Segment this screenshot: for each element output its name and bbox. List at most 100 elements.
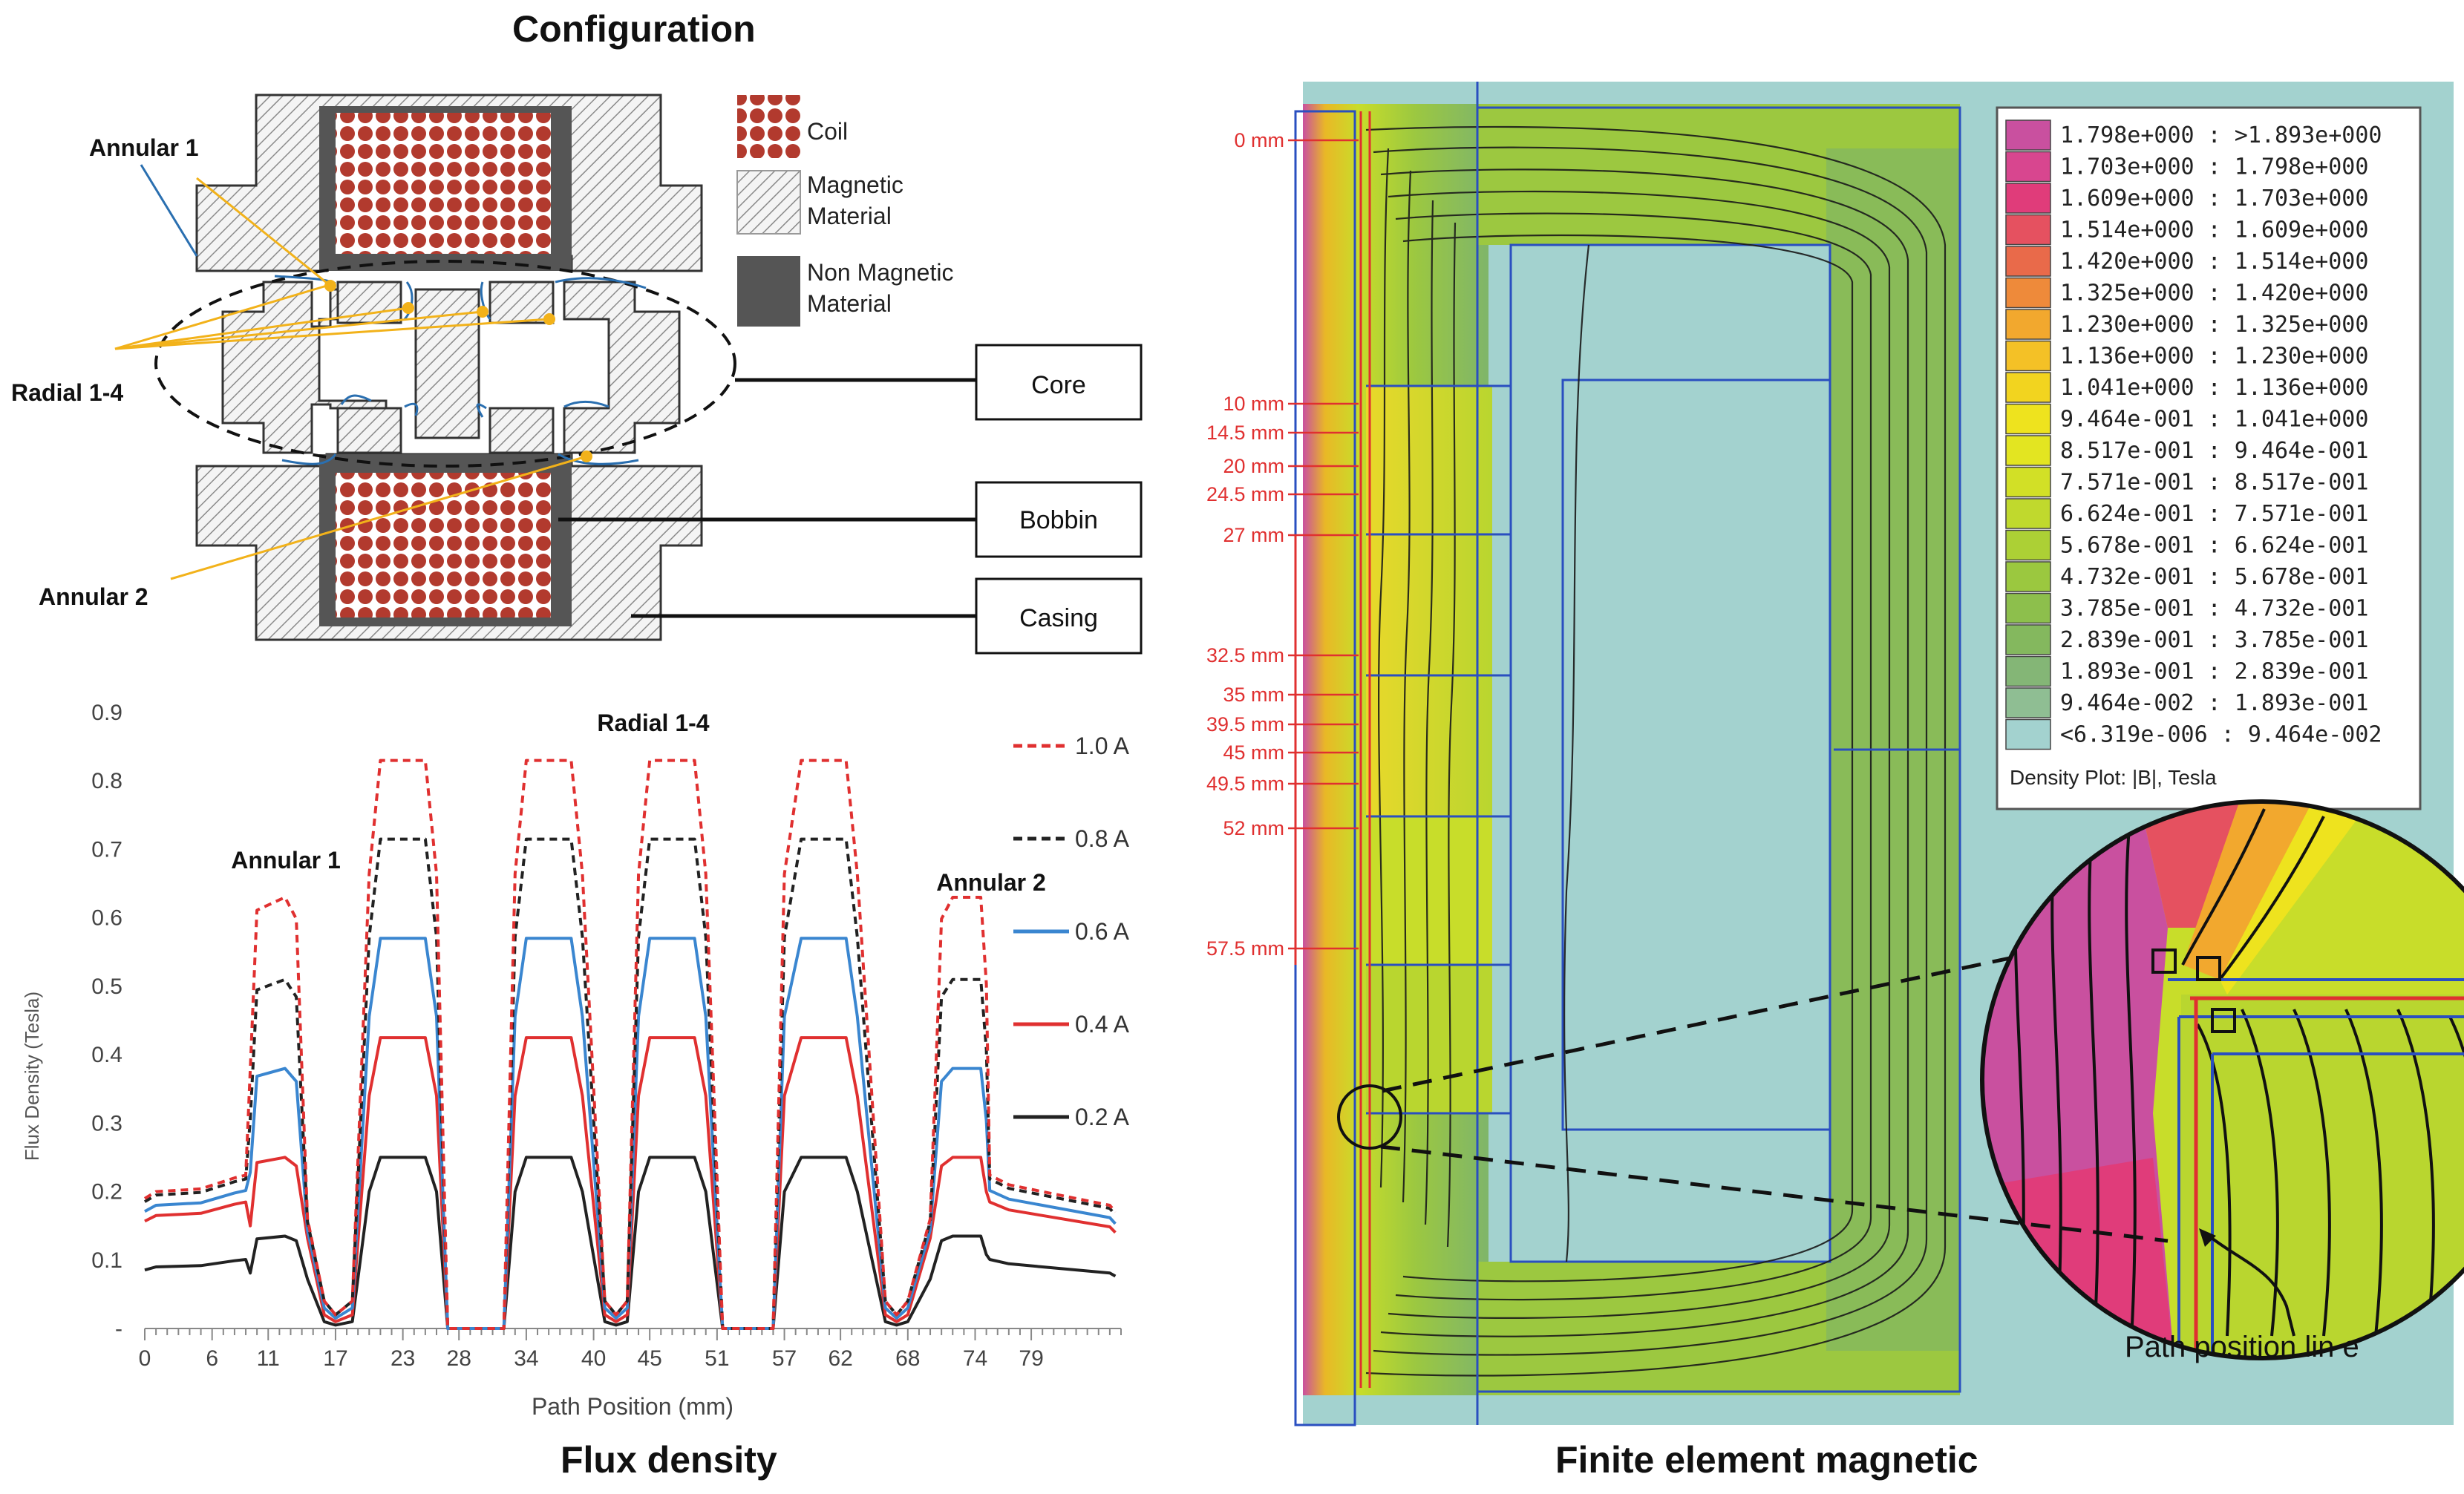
fem-legend-label: 5.678e-001 : 6.624e-001 [2060,533,2368,559]
y-tick-label: 0.5 [91,974,122,999]
x-tick-label: 34 [514,1346,538,1371]
y-tick-label: 0.4 [91,1043,122,1067]
core-pole-3 [336,407,402,454]
fem-position-label: 49.5 mm [1206,773,1284,795]
x-tick-label: 62 [828,1346,852,1371]
fem-legend-label: 8.517e-001 : 9.464e-001 [2060,438,2368,464]
x-tick-label: 57 [772,1346,797,1371]
fem-coil-window [1509,243,1831,1263]
fem-legend-swatch [2005,214,2051,246]
fem-pole-teeth [1366,386,1492,1113]
fem-legend-label: 9.464e-001 : 1.041e+000 [2060,407,2368,433]
casing-callout-label: Casing [1019,604,1098,632]
core-right [563,281,681,454]
chart-xlabel: Path Position (mm) [532,1393,733,1420]
fem-legend-label: <6.319e-006 : 9.464e-002 [2060,722,2382,748]
x-tick-label: 28 [447,1346,471,1371]
bottom-coil [336,473,551,617]
configuration-diagram: Annular 1 Radial 1-4 Annular 2 Coil Magn… [11,94,1143,655]
chart-ylabel: Flux Density (Tesla) [21,992,43,1161]
radial-label: Radial 1-4 [11,379,123,406]
legend-label: 0.8 A [1075,825,1130,852]
y-tick-label: 0.3 [91,1111,122,1136]
legend-coil-swatch [737,95,800,158]
flux-lines [274,275,647,465]
fem-position-label: 24.5 mm [1206,483,1284,505]
fem-legend-label: 9.464e-002 : 1.893e-001 [2060,690,2368,716]
y-tick-label: - [115,1317,122,1341]
fem-position-label: 45 mm [1223,741,1284,764]
series-line-08A [143,837,1117,1330]
fem-legend-swatch [2005,561,2051,592]
series-line-10A [143,759,1117,1330]
core-ellipse [154,260,736,468]
core-pole-2 [488,281,555,324]
fem-legend-swatch [2005,151,2051,183]
core-callout-label: Core [1031,371,1086,399]
fem-legend-label: 1.703e+000 : 1.798e+000 [2060,154,2368,180]
x-tick-label: 11 [257,1346,280,1371]
fem-position-label: 27 mm [1223,524,1284,546]
legend-nonmagnetic-label-2: Material [807,290,892,317]
fem-position-label: 52 mm [1223,817,1284,839]
x-tick-label: 40 [581,1346,606,1371]
fem-title: Finite element magnetic [1555,1439,1978,1481]
casing-callout-box [975,577,1143,655]
pointer-lines [114,177,587,580]
fem-legend-caption: Density Plot: |B|, Tesla [2010,766,2217,789]
fem-legend-label: 1.041e+000 : 1.136e+000 [2060,375,2368,401]
flux-density-title: Flux density [561,1439,777,1481]
legend-coil-label: Coil [807,118,848,145]
fem-legend-swatch [2005,309,2051,340]
legend-magnetic-label-2: Material [807,203,892,229]
x-tick-label: 23 [390,1346,415,1371]
fem-legend-swatch [2005,403,2051,435]
fem-legend-label: 1.230e+000 : 1.325e+000 [2060,312,2368,338]
y-tick-label: 0.9 [91,701,122,725]
fem-legend-label: 6.624e-001 : 7.571e-001 [2060,501,2368,527]
x-tick-label: 68 [895,1346,920,1371]
x-tick-label: 45 [637,1346,661,1371]
fem-legend-swatch [2005,372,2051,403]
fem-position-label: 0 mm [1235,129,1285,151]
fem-zoom-border [1980,799,2464,1360]
fem-legend-label: 1.609e+000 : 1.703e+000 [2060,186,2368,212]
pointer-dots [324,280,592,462]
y-tick-label: 0.7 [91,837,122,862]
legend-label: 0.4 A [1075,1011,1130,1038]
series-line-06A [144,937,1117,1330]
x-tick-label: 6 [206,1346,218,1371]
fem-contours [1365,125,1947,1377]
fem-position-label: 57.5 mm [1206,937,1284,960]
core-pole-4 [488,407,555,454]
flux-density-chart: Flux Density (Tesla) Path Position (mm) … [21,701,1130,1420]
fem-legend-swatch [2005,718,2051,750]
fem-legend-swatch [2005,119,2051,151]
fem-legend-swatch [2005,498,2051,529]
fem-legend-swatch [2005,655,2051,687]
y-tick-label: 0.1 [91,1248,122,1273]
fem-legend-label: 2.839e-001 : 3.785e-001 [2060,627,2368,653]
x-tick-label: 0 [139,1346,151,1371]
fem-legend-label: 1.893e-001 : 2.839e-001 [2060,659,2368,685]
x-tick-label: 79 [1019,1346,1043,1371]
fem-legend-label: 4.732e-001 : 5.678e-001 [2060,564,2368,590]
fem-legend-swatch [2005,466,2051,498]
fem-legend-swatch [2005,246,2051,277]
fem-legend-swatch [2005,277,2051,309]
fem-zoom-source [1337,1084,1402,1150]
fem-path-position-label: Path position lin e [2125,1331,2359,1363]
top-coil [336,113,551,254]
fem-position-label: 10 mm [1223,393,1284,415]
legend-magnetic-label-1: Magnetic [807,171,903,198]
fem-legend-swatch [2005,340,2051,372]
fem-legend-label: 1.798e+000 : >1.893e+000 [2060,122,2382,148]
chart-annotation: Annular 1 [231,847,341,874]
legend-label: 1.0 A [1075,733,1130,759]
x-tick-label: 17 [323,1346,347,1371]
fem-legend-swatch [2005,592,2051,624]
legend-label: 0.2 A [1075,1104,1130,1130]
config-legend: Coil Magnetic Material Non Magnetic Mate… [736,95,953,327]
